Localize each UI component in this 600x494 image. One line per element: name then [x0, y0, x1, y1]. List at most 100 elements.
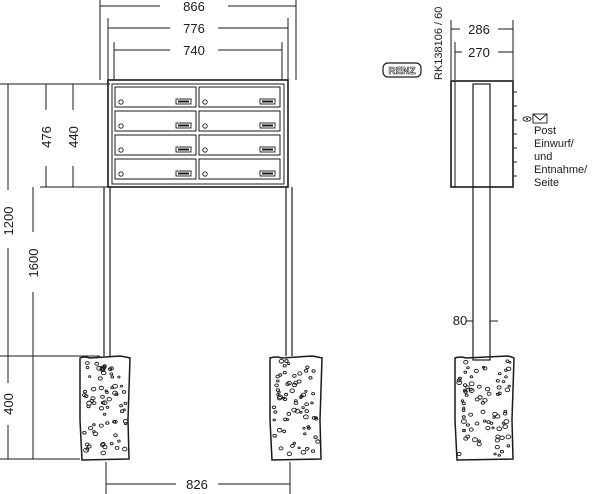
name-plate [175, 146, 192, 153]
aggregate-dot [85, 365, 90, 370]
aggregate-dot [110, 375, 115, 379]
aggregate-dot [504, 387, 511, 393]
lock-icon [202, 123, 208, 129]
aggregate-dot [456, 451, 462, 457]
aggregate-dot [468, 381, 475, 387]
aggregate-dot [114, 392, 119, 397]
aggregate-dot [480, 409, 486, 414]
aggregate-dot [282, 370, 287, 375]
aggregate-dot [310, 449, 316, 453]
aggregate-dot [286, 451, 292, 457]
aggregate-dot [482, 419, 487, 423]
aggregate-dot [485, 425, 491, 431]
aggregate-dot [462, 383, 468, 387]
envelope-icon [522, 113, 548, 124]
aggregate-dot [305, 446, 310, 451]
aggregate-dot [495, 392, 500, 396]
aggregate-dot [113, 433, 118, 438]
mailbox-door [198, 110, 281, 132]
concrete-texture [81, 361, 129, 456]
aggregate-dot [286, 411, 292, 416]
aggregate-dot [293, 401, 299, 406]
name-plate [259, 98, 276, 105]
name-plate [175, 170, 192, 177]
note-seite: Seite [534, 177, 559, 189]
mailbox-door [198, 86, 281, 108]
side-post [472, 83, 491, 361]
aggregate-dot [100, 450, 107, 456]
aggregate-dot [496, 385, 502, 390]
aggregate-dot [461, 415, 466, 419]
aggregate-dot [495, 379, 500, 383]
aggregate-dot [491, 426, 495, 430]
aggregate-dot [276, 379, 280, 383]
name-plate-fill [178, 100, 189, 103]
aggregate-dot [505, 366, 512, 372]
aggregate-dot [311, 369, 316, 373]
aggregate-dot [92, 431, 99, 437]
aggregate-dot [291, 382, 298, 388]
dim-foundation-depth: 400 [1, 393, 16, 415]
lock-icon [118, 99, 124, 105]
aggregate-dot [296, 379, 302, 384]
aggregate-dot [109, 372, 114, 376]
lock-icon [118, 147, 124, 153]
lock-icon [202, 171, 208, 177]
aggregate-dot [499, 449, 505, 454]
aggregate-dot [460, 419, 467, 424]
aggregate-dot [486, 420, 491, 424]
dim-box-width: 740 [183, 43, 205, 58]
dim-box-height: 440 [66, 126, 81, 148]
aggregate-dot [100, 401, 105, 405]
aggregate-dot [108, 367, 113, 371]
aggregate-dot [292, 441, 296, 445]
aggregate-dot [86, 444, 92, 449]
name-plate [259, 170, 276, 177]
aggregate-dot [464, 393, 469, 397]
name-plate-fill [178, 148, 189, 151]
aggregate-dot [122, 419, 129, 424]
front-view: 866 776 740 476 440 1200 1600 [0, 0, 323, 494]
aggregate-dot [476, 384, 482, 389]
brand-logo [382, 62, 422, 78]
aggregate-dot [503, 409, 508, 414]
aggregate-dot [101, 370, 107, 376]
aggregate-dot [506, 444, 511, 448]
aggregate-dot [113, 419, 118, 424]
aggregate-dot [461, 401, 466, 406]
aggregate-dot [82, 430, 87, 435]
aggregate-dot [117, 439, 121, 443]
aggregate-dot [291, 407, 298, 413]
aggregate-dot [297, 371, 303, 376]
aggregate-dot [481, 365, 486, 369]
aggregate-dot [98, 385, 104, 391]
aggregate-dot [90, 396, 96, 401]
aggregate-dot [290, 443, 295, 448]
aggregate-dot [122, 408, 126, 412]
concrete-foundation-left [79, 355, 131, 461]
aggregate-dot [303, 432, 307, 436]
aggregate-dot [463, 436, 469, 441]
aggregate-dot [112, 420, 117, 424]
aggregate-dot [88, 375, 92, 378]
aggregate-dot [499, 435, 505, 441]
aggregate-dot [83, 394, 89, 398]
aggregate-dot [301, 406, 305, 410]
aggregate-dot [462, 388, 468, 393]
dim-overall-width: 866 [183, 0, 205, 14]
name-plate-fill [262, 148, 273, 151]
lock-icon [118, 171, 124, 177]
mailbox-door [114, 158, 197, 180]
aggregate-dot [497, 453, 501, 457]
aggregate-dot [100, 394, 105, 399]
mailbox-side [450, 80, 514, 188]
aggregate-dot [272, 418, 276, 422]
note-entnahme: Entnahme/ [534, 164, 588, 176]
article-number: RK138106 / 60 [433, 7, 445, 80]
aggregate-dot [503, 419, 510, 424]
aggregate-dot [284, 392, 289, 397]
aggregate-dot [104, 389, 108, 393]
aggregate-dot [91, 401, 97, 405]
aggregate-dot [276, 427, 283, 433]
